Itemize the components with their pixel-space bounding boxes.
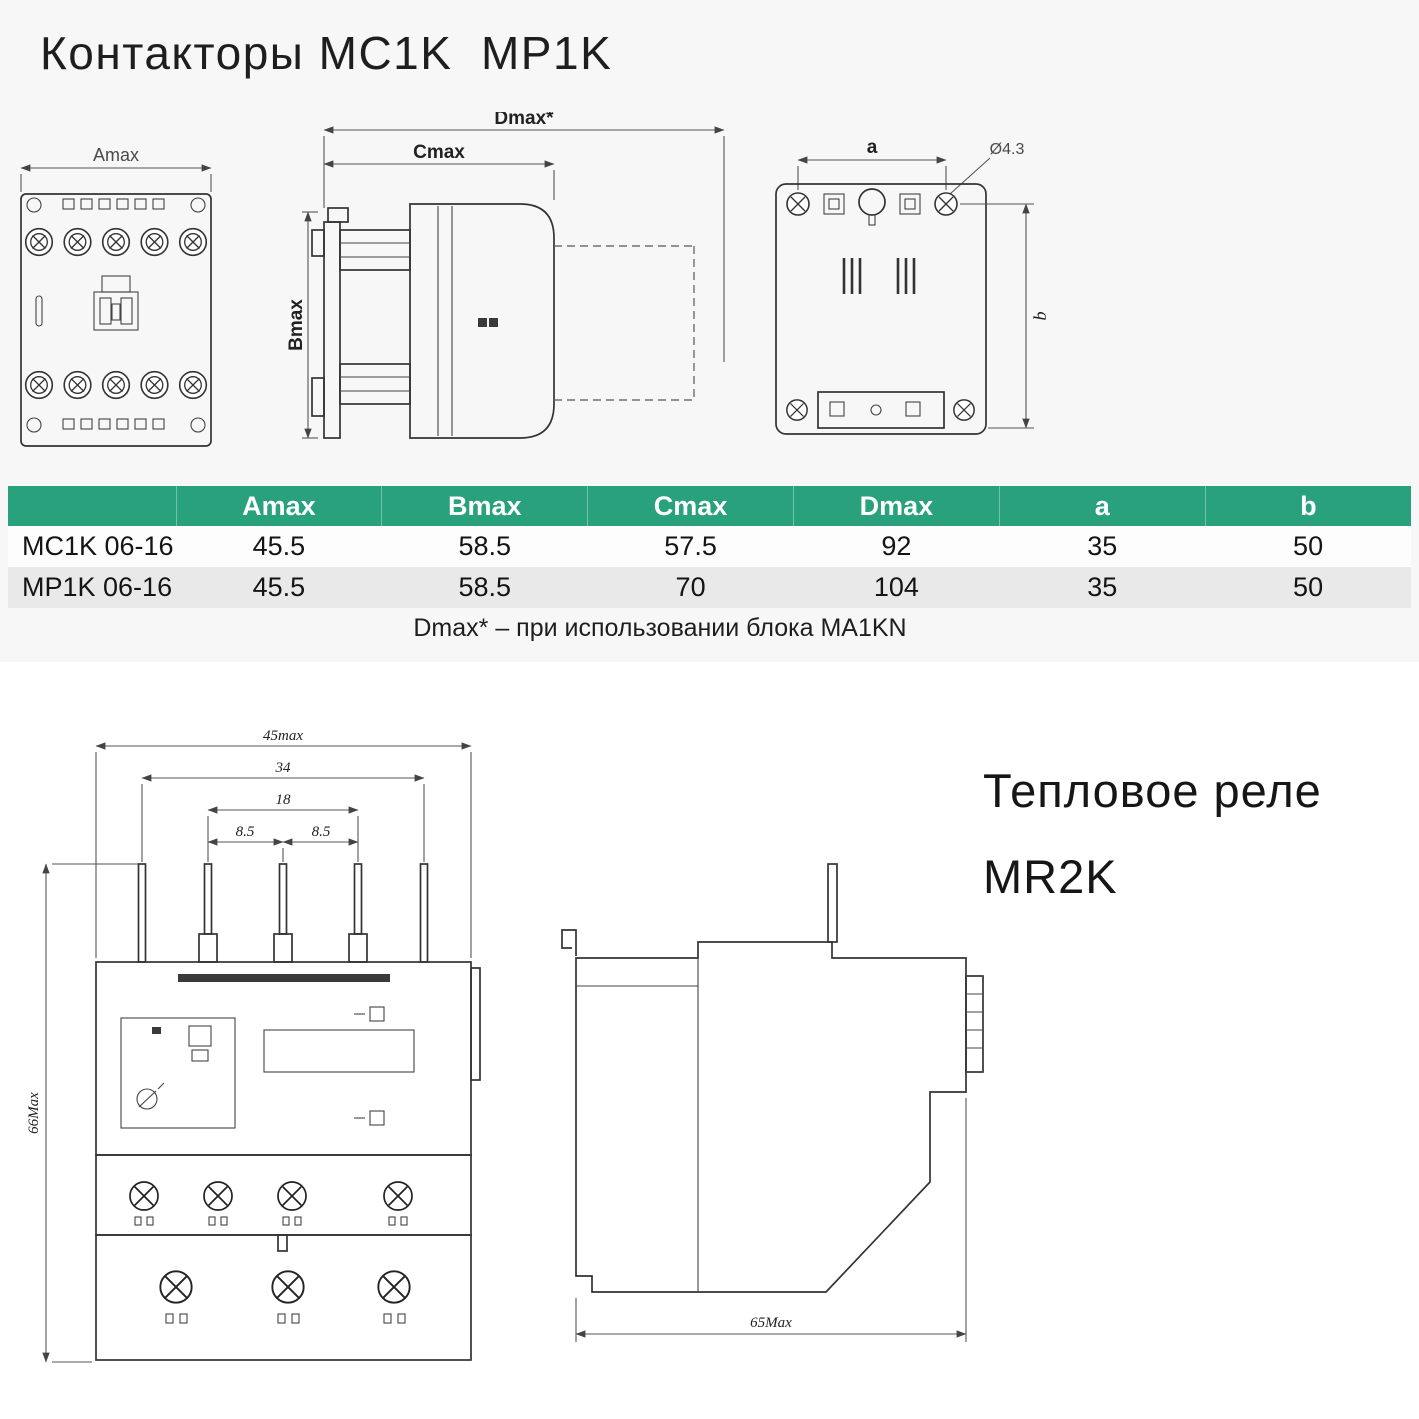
a-dimension: a — [797, 140, 947, 190]
table-row-mp1k: MP1K 06-16 45.5 58.5 70 104 35 50 — [8, 567, 1411, 608]
relay-side-view: 65Max — [561, 863, 984, 1342]
header-empty — [8, 486, 176, 526]
relay-outer-pin-width-label: 34 — [275, 760, 292, 776]
cell-bmax: 58.5 — [381, 567, 588, 608]
page-title: Контакторы MC1K MP1K — [40, 27, 613, 79]
relay-half-pitch-right-label: 8.5 — [312, 824, 331, 840]
contactor-side-view: Dmax* Cmax Bmax — [288, 112, 725, 439]
relay-section-title: Тепловое реле MR2K — [983, 748, 1322, 920]
front-center-mechanism — [35, 275, 139, 331]
amax-dimension: Amax — [20, 148, 212, 192]
back-top-mounting — [786, 188, 958, 226]
front-top-screws — [24, 227, 208, 257]
cell-a: 35 — [999, 567, 1206, 608]
cell-b: 50 — [1205, 526, 1411, 567]
cell-cmax: 57.5 — [587, 526, 794, 567]
cell-dmax: 92 — [793, 526, 1000, 567]
addon-block-dashed-outline — [554, 245, 695, 401]
table-footnote: Dmax* – при использовании блока MA1KN — [413, 614, 907, 642]
front-bottom-screws — [24, 370, 208, 400]
front-bottom-terminal-marks — [26, 417, 206, 433]
relay-main-terminals — [95, 1234, 472, 1361]
header-a: a — [998, 486, 1206, 526]
dmax-dimension: Dmax* — [323, 112, 725, 362]
b-dimension: b — [960, 203, 1050, 429]
header-dmax: Dmax — [792, 486, 1000, 526]
relay-title-line1: Тепловое реле — [983, 764, 1322, 817]
relay-total-width-label: 45max — [263, 730, 303, 744]
cell-a: 35 — [999, 526, 1206, 567]
cell-b: 50 — [1205, 567, 1411, 608]
front-top-terminal-marks — [26, 197, 206, 213]
relay-body — [95, 961, 481, 1156]
b-dimension-label: b — [1030, 312, 1050, 321]
relay-height-label: 66Max — [26, 1092, 42, 1134]
header-cmax: Cmax — [587, 486, 794, 526]
relay-side-outline — [561, 863, 984, 1293]
a-dimension-label: a — [867, 140, 878, 158]
dmax-dimension-label: Dmax* — [494, 112, 554, 129]
bmax-dimension-label: Bmax — [288, 299, 307, 351]
bmax-dimension: Bmax — [288, 211, 318, 439]
cmax-dimension-label: Cmax — [413, 142, 465, 163]
dimensions-table: Amax Bmax Cmax Dmax a b MC1K 06-16 45.5 … — [8, 486, 1411, 608]
row-name: MC1K 06-16 — [8, 526, 176, 567]
relay-half-pitch-left-label: 8.5 — [236, 824, 255, 840]
contactor-front-body — [20, 193, 212, 447]
header-b: b — [1204, 486, 1411, 526]
header-amax: Amax — [175, 486, 382, 526]
contactor-front-view: Amax — [20, 148, 212, 447]
back-vent-slots — [842, 258, 916, 294]
table-header-row: Amax Bmax Cmax Dmax a b — [8, 486, 1411, 526]
table-row-mc1k: MC1K 06-16 45.5 58.5 57.5 92 35 50 — [8, 526, 1411, 567]
hole-diameter-callout: Ø4.3 — [949, 141, 1025, 195]
cell-amax: 45.5 — [176, 567, 382, 608]
cell-amax: 45.5 — [176, 526, 382, 567]
cell-bmax: 58.5 — [381, 526, 588, 567]
amax-dimension-label: Amax — [93, 148, 139, 165]
cell-dmax: 104 — [793, 567, 1000, 608]
relay-depth-label: 65Max — [750, 1315, 792, 1331]
side-body-profile — [311, 203, 555, 439]
header-bmax: Bmax — [381, 486, 588, 526]
relay-width-dimensions: 45max 34 18 8.5 8.5 — [95, 730, 472, 958]
relay-depth-dimension: 65Max — [575, 1098, 967, 1342]
relay-inner-pin-width-label: 18 — [276, 792, 292, 808]
cmax-dimension: Cmax — [323, 142, 555, 200]
relay-connection-pins — [137, 863, 429, 963]
relay-title-line2: MR2K — [983, 850, 1118, 903]
row-name: MP1K 06-16 — [8, 567, 176, 608]
relay-aux-terminals — [95, 1154, 472, 1236]
relay-front-view: 45max 34 18 8.5 8.5 66Max — [26, 730, 481, 1363]
back-bottom-rail-area — [786, 391, 975, 429]
contactor-back-view: a Ø4.3 — [775, 140, 1050, 435]
relay-height-dimension: 66Max — [26, 863, 138, 1363]
hole-diameter-label: Ø4.3 — [990, 141, 1025, 158]
contactor-back-body — [775, 183, 987, 435]
cell-cmax: 70 — [587, 567, 794, 608]
